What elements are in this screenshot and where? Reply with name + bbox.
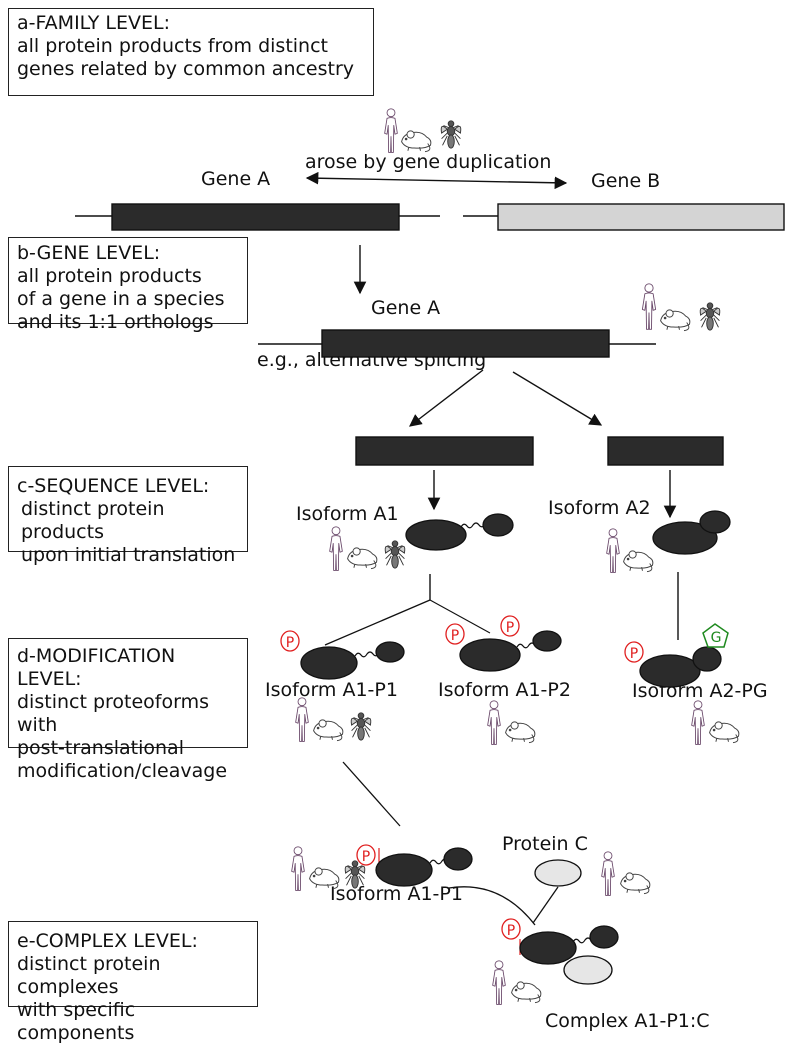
family-level-line1: all protein products from distinct [17,35,328,57]
isoform-a1-p1-label: Isoform A1-P1 [265,679,398,701]
human-icon [606,528,620,573]
mouse-icon [623,550,654,573]
sequence-level-box: c-SEQUENCE LEVEL: distinct protein produ… [8,466,248,566]
phospho-mark: P [624,641,644,663]
mouse-icon [401,130,432,153]
glyco-mark-text: G [711,630,722,646]
complex-a1-p1-c-shape [519,925,619,985]
protein-c-shape [534,859,582,887]
phospho-mark: P [356,844,376,866]
phospho-mark: P [445,623,465,645]
mouse-icon [347,547,378,570]
mouse-icon [660,309,691,332]
gene-level-box: b-GENE LEVEL: all protein products of a … [8,237,248,333]
human-icon [329,526,343,571]
phospho-mark-text: P [630,646,638,662]
isoform-a2-label: Isoform A2 [548,497,651,519]
fly-icon [440,120,462,149]
phospho-mark: P [500,615,520,637]
gene-a-mid-bar [321,329,610,358]
isoform-a1-protein [405,513,514,551]
gene-a-mid-label: Gene A [371,297,441,319]
fly-icon [350,712,372,741]
human-icon [487,700,501,745]
gene-level-line3: and its 1:1 orthologs [17,311,214,333]
isoform-a1-p1-bottom-protein [375,847,473,887]
glyco-mark: G [702,623,729,648]
phospho-mark-text: P [451,628,459,644]
mouse-icon [511,981,542,1004]
modification-level-box: d-MODIFICATION LEVEL: distinct proteofor… [8,638,248,782]
splice-arrow-left [409,369,484,427]
duplication-arrow [305,171,568,190]
modification-level-line1: distinct proteoforms with [17,691,209,736]
modification-level-line3: modification/cleavage [17,760,228,782]
family-level-box: a-FAMILY LEVEL: all protein products fro… [8,8,374,96]
phospho-mark-text: P [507,923,515,939]
human-icon [601,851,615,896]
phospho-mark-text: P [506,620,514,636]
phospho-mark: P [280,630,300,652]
family-level-line2: genes related by common ancestry [17,58,355,80]
fly-icon [384,540,406,569]
family-level-title: a-FAMILY LEVEL: [17,12,170,34]
isoform-a1-p2-protein [459,630,562,672]
isoform-a2-protein [652,510,731,555]
gene-level-line1: all protein products [17,265,202,287]
human-icon [641,283,657,330]
transcript-a1-bar [355,436,534,466]
mouse-icon [505,721,536,744]
modification-level-line2: post-translational [17,737,184,759]
human-icon [691,700,705,745]
complex-level-title: e-COMPLEX LEVEL: [17,930,198,952]
isoform-a2-pg-protein [639,646,722,688]
splice-arrow-right [512,371,603,426]
gene-a-top-label: Gene A [201,168,271,190]
arose-by-gene-duplication-label: arose by gene duplication [305,151,552,173]
transcript-a2-bar [607,436,724,466]
human-icon [384,108,398,153]
mouse-icon [309,867,340,890]
complex-level-box: e-COMPLEX LEVEL: distinct protein comple… [8,921,258,1044]
phospho-mark-text: P [362,849,370,865]
phospho-mark: P [501,918,521,940]
protein-c-label: Protein C [502,833,588,855]
gene-b-label: Gene B [591,170,661,192]
isoform-a1-p2-label: Isoform A1-P2 [438,679,571,701]
modification-level-title: d-MODIFICATION LEVEL: [17,645,176,690]
phospho-mark-text: P [286,635,294,651]
isoform-a1-p1-protein [300,641,405,680]
complex-a1-p1-c-label: Complex A1-P1:C [545,1010,710,1032]
gene-level-title: b-GENE LEVEL: [17,242,161,264]
fly-icon [699,302,721,331]
gene-a-top-bar [111,203,400,231]
gene-b-bar [497,203,785,231]
human-icon [291,846,305,891]
mouse-icon [313,719,344,742]
mouse-icon [620,872,651,895]
sequence-level-line1: distinct protein products [21,498,165,543]
human-icon [492,960,506,1005]
isoform-a1-label: Isoform A1 [296,503,399,525]
sequence-level-line2: upon initial translation [21,544,236,566]
mouse-icon [709,721,740,744]
isoform-a1-p1-bottom-label: Isoform A1-P1 [330,883,463,905]
sequence-level-title: c-SEQUENCE LEVEL: [17,475,210,497]
gene-level-line2: of a gene in a species [17,288,225,310]
human-icon [295,697,309,742]
complex-level-line1: distinct protein complexes [17,953,161,998]
